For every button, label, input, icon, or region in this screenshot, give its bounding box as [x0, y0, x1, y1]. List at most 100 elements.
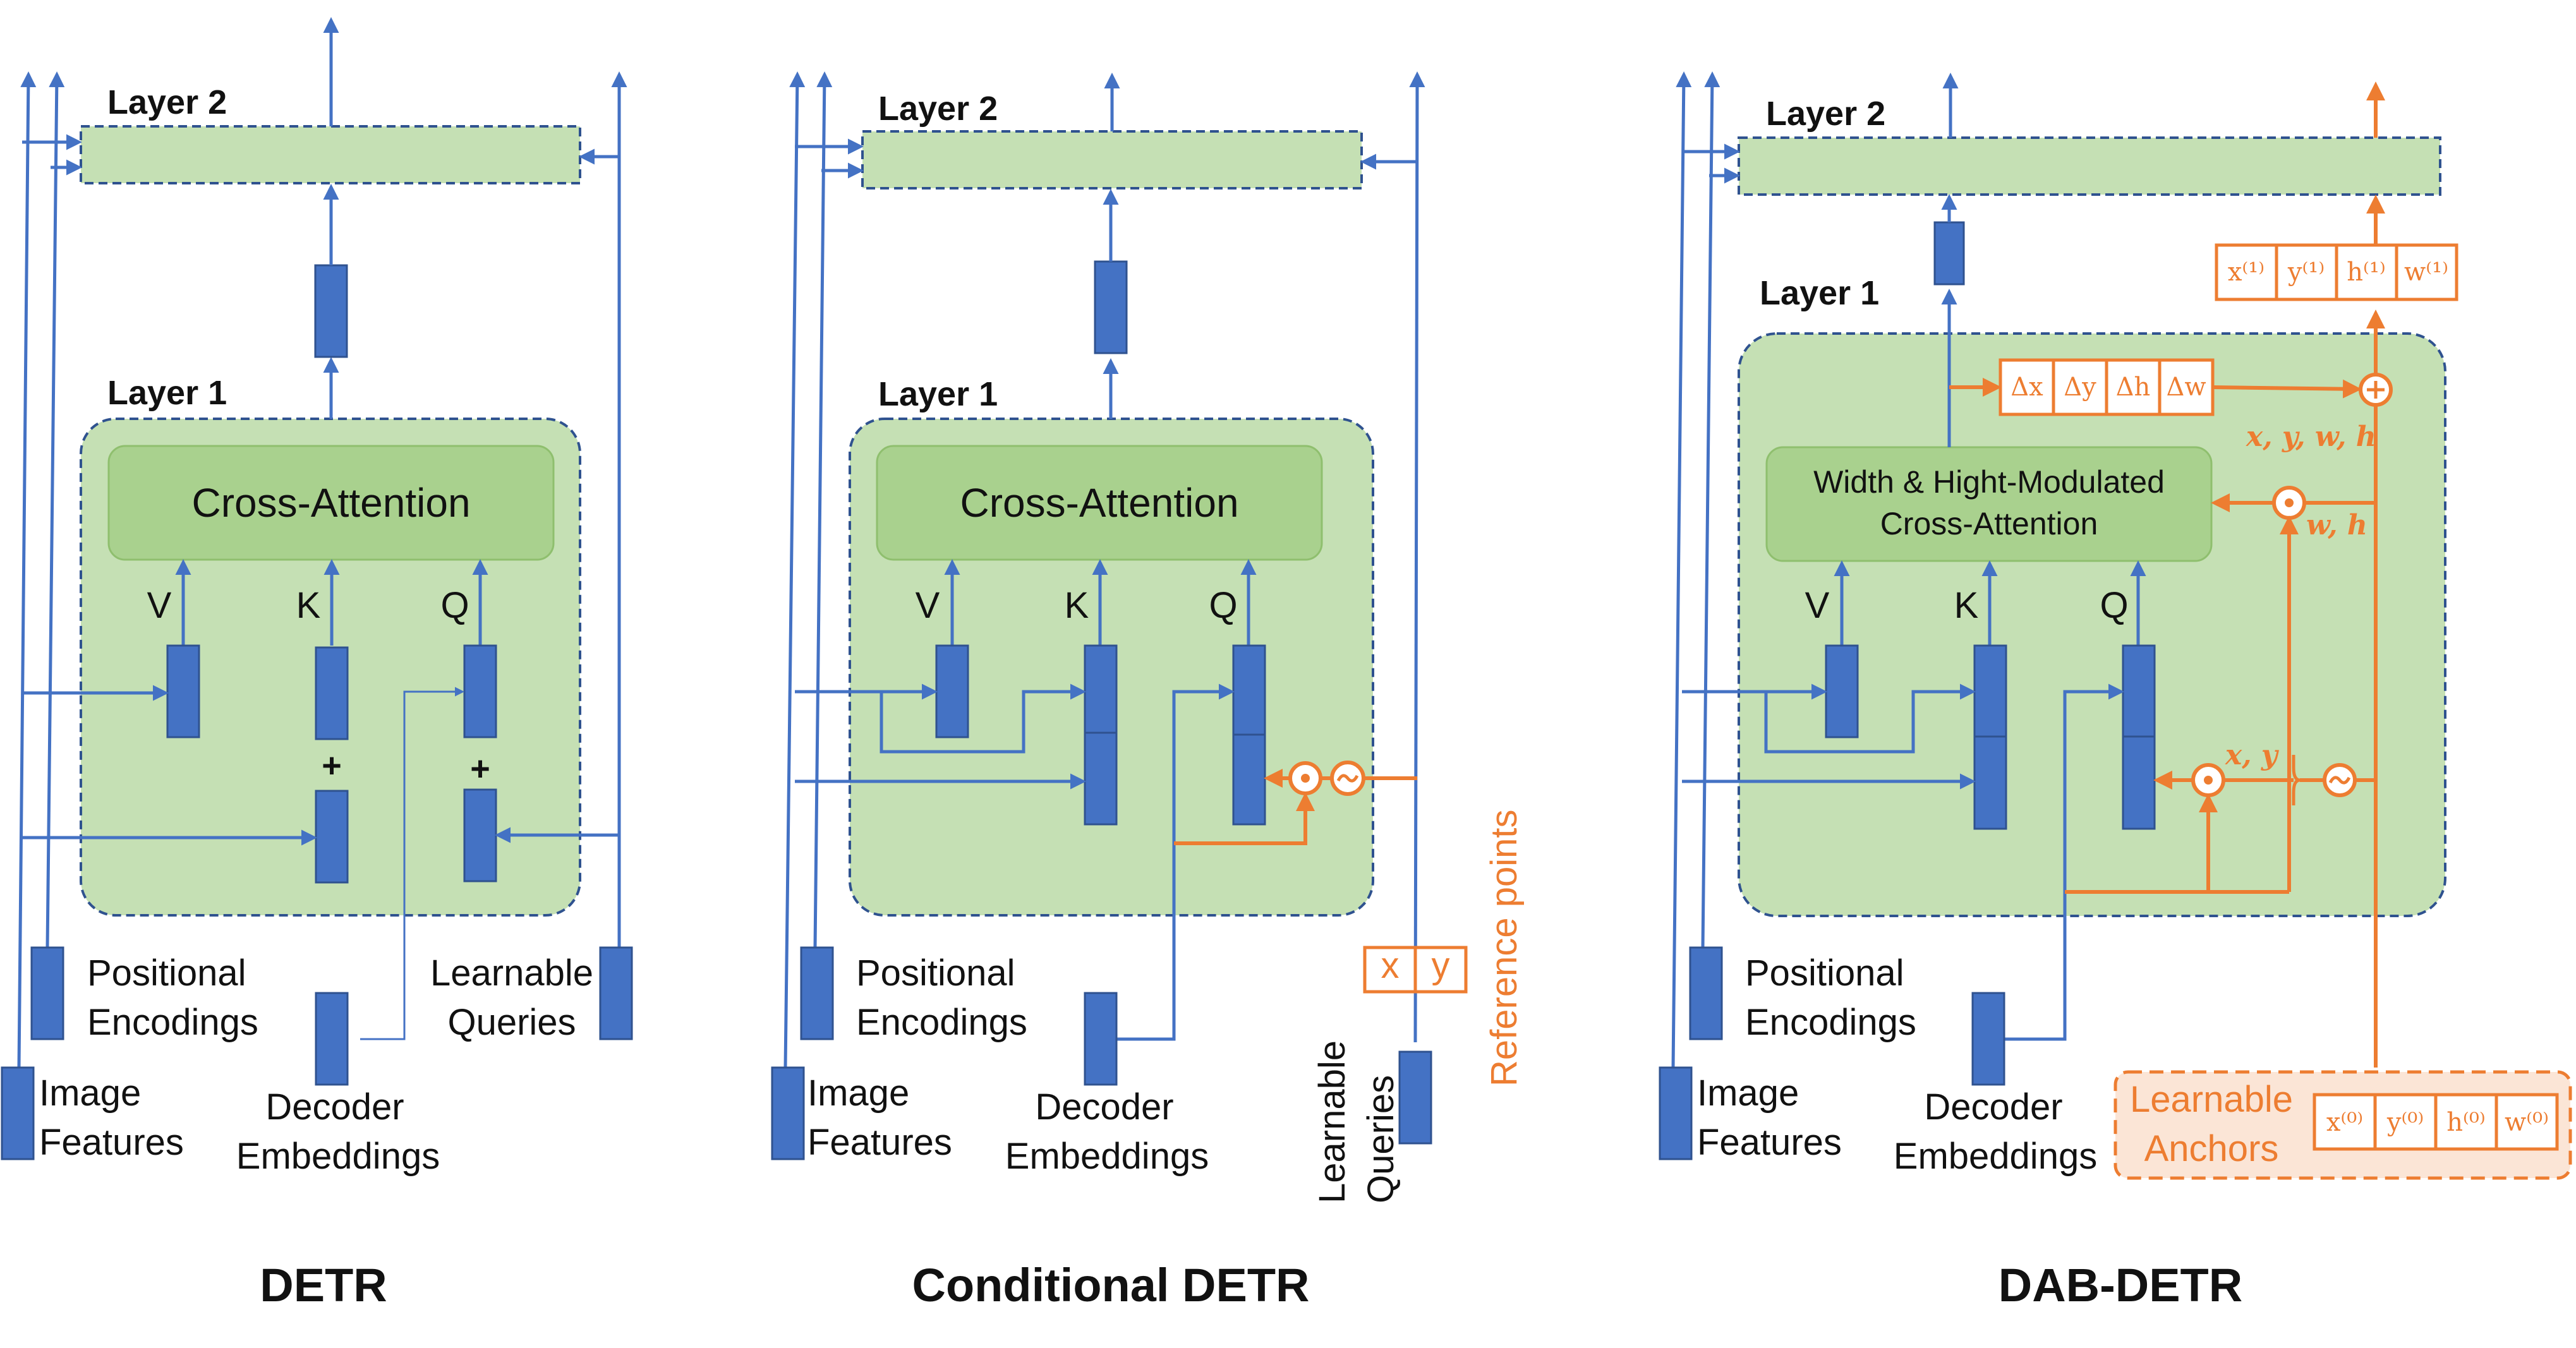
layer1-output-block — [314, 264, 348, 358]
img-feat-line1: Image — [807, 1073, 909, 1114]
delta-x-box — [1999, 358, 2055, 416]
q-label: Q — [1209, 585, 1237, 626]
img-feat-line1: Image — [1697, 1073, 1799, 1114]
anchor-w-box — [2494, 1093, 2559, 1151]
panel-dab-detr: Layer 2 Layer 1 Width & Hight-Modulated … — [1659, 71, 2572, 1311]
dec-emb-line1: Decoder — [1035, 1086, 1173, 1128]
anchor-h: h⁽⁰⁾ — [2446, 1108, 2485, 1137]
layer2-label: Layer 2 — [107, 83, 227, 121]
positional-encodings-block — [1689, 946, 1723, 1040]
learn-q-line2: Queries — [1360, 1075, 1401, 1203]
img-feat-line2: Features — [39, 1122, 184, 1163]
img-feat-line1: Image — [39, 1073, 141, 1114]
anchors-line2: Anchors — [2144, 1128, 2279, 1169]
image-features-block — [1659, 1066, 1693, 1160]
anchor-x: x⁽⁰⁾ — [2326, 1108, 2363, 1137]
k-label: K — [1954, 585, 1979, 626]
v-block — [935, 644, 969, 738]
learn-q-line2: Queries — [447, 1002, 576, 1043]
v-label: V — [916, 585, 940, 626]
dec-emb-line1: Decoder — [1924, 1086, 2062, 1128]
out-h-box — [2335, 243, 2398, 301]
layer1-label: Layer 1 — [878, 375, 998, 413]
delta-y: Δy — [2064, 373, 2096, 402]
plus-k: + — [322, 747, 342, 785]
layer2-box — [1738, 136, 2441, 196]
layer2-box — [861, 130, 1363, 190]
k-label: K — [296, 585, 321, 626]
pos-enc-line1: Positional — [87, 953, 246, 994]
pos-enc-line1: Positional — [1745, 953, 1904, 994]
positional-encodings-block — [800, 946, 834, 1040]
dec-emb-line2: Embeddings — [1005, 1136, 1209, 1177]
v-label: V — [147, 585, 172, 626]
layer1-output-block — [1933, 221, 1965, 286]
image-features-block — [1, 1066, 35, 1160]
pos-enc-line2: Encodings — [87, 1002, 258, 1043]
img-feat-line2: Features — [807, 1122, 952, 1163]
out-x: x⁽¹⁾ — [2228, 258, 2265, 287]
wh-label: w, h — [2306, 509, 2367, 541]
panel-detr: Layer 2 Layer 1 Cross-Attention V K Q + … — [1, 17, 633, 1311]
learnable-queries-block — [599, 946, 633, 1040]
v-label: V — [1805, 585, 1830, 626]
ref-x-label: x — [1381, 945, 1400, 986]
delta-x: Δx — [2011, 373, 2043, 402]
xywh-label: x, y, w, h — [2246, 421, 2376, 453]
layer1-label: Layer 1 — [107, 374, 227, 412]
panel-title: DETR — [260, 1259, 387, 1311]
decoder-embeddings-block — [315, 992, 349, 1086]
out-w: w⁽¹⁾ — [2404, 258, 2448, 287]
query-block-inner — [463, 788, 497, 882]
image-features-block — [771, 1066, 805, 1160]
ref-y-label: y — [1432, 945, 1450, 986]
anchor-y-box — [2373, 1093, 2438, 1151]
k-block — [1084, 644, 1118, 826]
out-y-box — [2275, 243, 2338, 301]
v-block — [166, 644, 200, 738]
xy-label: x, y — [2225, 739, 2280, 771]
q-block — [463, 644, 497, 738]
cross-attention-label: Cross-Attention — [960, 480, 1238, 526]
out-h: h⁽¹⁾ — [2347, 258, 2385, 287]
delta-w-box — [2158, 358, 2215, 416]
anchor-x-box — [2313, 1093, 2377, 1151]
pos-enc-line1: Positional — [856, 953, 1015, 994]
cross-attention-line2: Cross-Attention — [1880, 506, 2098, 541]
k-label: K — [1065, 585, 1089, 626]
anchors-line1: Learnable — [2130, 1079, 2293, 1120]
layer2-label: Layer 2 — [1766, 95, 1885, 133]
reference-point-y — [1413, 946, 1468, 994]
pos-enc-line2: Encodings — [1745, 1002, 1916, 1043]
out-w-box — [2395, 243, 2458, 301]
plus-q: + — [470, 750, 490, 788]
panel-title: Conditional DETR — [912, 1259, 1310, 1311]
learn-q-line1: Learnable — [1312, 1040, 1353, 1203]
panel-title: DAB-DETR — [1999, 1259, 2242, 1311]
delta-h: Δh — [2116, 373, 2151, 402]
pos-enc-line2: Encodings — [856, 1002, 1027, 1043]
dec-emb-line1: Decoder — [265, 1086, 404, 1128]
pos-block-inner — [315, 790, 349, 884]
out-y: y⁽¹⁾ — [2287, 258, 2325, 287]
dec-emb-line2: Embeddings — [1894, 1136, 2097, 1177]
positional-encodings-block — [30, 946, 64, 1040]
cross-attention-line1: Width & Hight-Modulated — [1813, 464, 2165, 500]
learn-q-line1: Learnable — [430, 953, 593, 994]
layer1-label: Layer 1 — [1760, 274, 1879, 312]
decoder-embeddings-block — [1084, 992, 1118, 1086]
v-block — [1825, 644, 1859, 738]
decoder-embeddings-block — [1971, 992, 2005, 1086]
img-feat-line2: Features — [1697, 1122, 1842, 1163]
delta-h-box — [2105, 358, 2162, 416]
q-label: Q — [2100, 585, 2128, 626]
dec-emb-line2: Embeddings — [236, 1136, 440, 1177]
cross-attention-label: Cross-Attention — [191, 480, 470, 526]
learnable-queries-block — [1398, 1050, 1432, 1145]
layer1-output-block — [1094, 260, 1128, 354]
anchor-w: w⁽⁰⁾ — [2505, 1108, 2549, 1137]
reference-points-label: Reference points — [1484, 810, 1525, 1086]
layer2-box — [80, 125, 581, 184]
k-block — [315, 646, 349, 740]
